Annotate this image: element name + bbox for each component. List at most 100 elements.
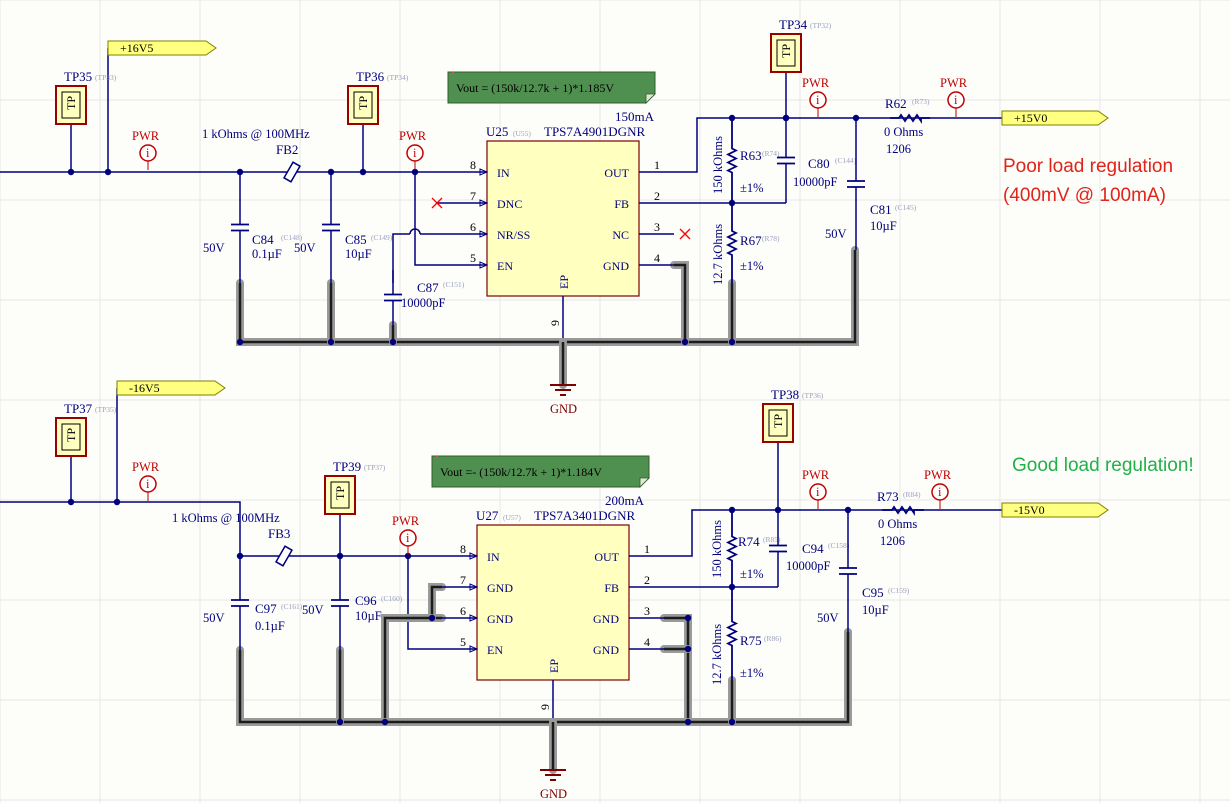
top-r-bot-small: (R78) [762,234,780,243]
junction-dot [684,718,692,726]
junction-dot [381,718,389,726]
bottom-pin-left-1-name: GND [487,581,513,595]
bottom-c-b-small: (C160) [381,594,403,603]
bottom-pin-right-0-name: OUT [594,550,619,564]
bottom-r-bot-ref: R75 [740,633,762,648]
bottom-tp-c-ref-small: (TP36) [802,391,824,400]
bottom-tp-b-ref: TP39 [333,459,361,474]
top-ic-body [486,140,640,297]
top-c-a-small: (C148) [281,233,303,242]
bottom-pin-right-2-num: 3 [644,604,650,618]
wires [0,48,1002,774]
bottom-r-bot-small: (R86) [764,634,782,643]
top-r-top-tol: ±1% [740,181,764,195]
top-tp-b-ref: TP36 [356,69,385,84]
top-c-ff-ref: C80 [808,156,830,171]
bottom-pwr-4-label: PWR [924,468,952,482]
top-c-a-volt: 50V [203,241,225,255]
bottom-pin-left-2-num: 6 [460,604,466,618]
bottom-c-a-volt: 50V [203,611,225,625]
top-gnd-label: GND [550,402,577,416]
top-pin-right-0-name: OUT [604,166,629,180]
bottom-pin-left-3-name: EN [487,643,503,657]
top-tp-b-tp-text: TP [356,96,370,110]
bottom-ic-ref-small: (U57) [503,513,521,522]
top-c-out-ref: C81 [870,202,892,217]
note-good: Good load regulation! [1012,455,1194,476]
bottom-tp-c-ref: TP38 [771,387,799,402]
top-tp-c-ref: TP34 [779,17,808,32]
bottom-c-ff-value: 10000pF [786,559,831,573]
bottom-pwr-1-label: PWR [132,460,160,474]
components: +16V5TPTP35(TP33)iPWRC84(C148)0.1µF50V1 … [55,17,1194,801]
top-ic-ref-small: (U55) [513,129,531,138]
top-c-a-ref: C84 [252,232,274,247]
top-r-bot [725,203,739,283]
junction-dot [684,645,692,653]
top-r-top-value: 150 kOhms [711,136,725,194]
bottom-r-top-ref: R74 [738,534,760,549]
top-pin-left-3-num: 5 [470,251,476,265]
bottom-r-out-ref: R73 [877,489,899,504]
top-c-ss-small: (C151) [443,280,465,289]
top-r-out [890,113,930,124]
top-rail-in: +16V5 [107,40,217,56]
top-ic-part: TPS7A4901DGNR [544,124,645,139]
top-c-ff-value: 10000pF [793,175,838,189]
bottom-c-b-ref: C96 [355,593,377,608]
top-pwr-3-glyph: i [816,93,820,107]
top-rail-out-text: +15V0 [1014,111,1047,125]
bottom-c-ff-ref: C94 [802,541,824,556]
top-formula-text: Vout = (150k/12.7k + 1)*1.185V [456,81,614,95]
bottom-c-b-volt: 50V [302,603,324,617]
top-pwr-4-label: PWR [940,76,968,90]
top-pin-left-1-name: DNC [497,197,522,211]
junction-dot [113,498,121,506]
bottom-pin-right-3-num: 4 [644,635,650,649]
bottom-pwr-4-glyph: i [938,485,942,499]
bottom-r-out-pkg: 1206 [880,534,905,548]
top-pwr-3-label: PWR [802,76,830,90]
top-r-out-small: (R73) [912,97,930,106]
bottom-c-a-ref: C97 [255,601,277,616]
top-c-ff-small: (C144) [835,156,857,165]
top-pin-right-3-num: 4 [654,251,660,265]
top-c-b-ref: C85 [345,232,367,247]
bottom-tp-a-ref: TP37 [64,401,93,416]
bottom-gnd-label: GND [540,787,567,801]
bottom-r-out-small: (R84) [903,490,921,499]
top-rail-out: +15V0 [1001,110,1109,126]
top-r-bot-ref: R67 [740,233,762,248]
top-pwr-1-label: PWR [132,129,160,143]
top-ep-label: EP [557,275,571,289]
bottom-pin-left-1-num: 7 [460,573,466,587]
bottom-c-a-value: 0.1µF [255,619,285,633]
bottom-ep-label: EP [547,659,561,673]
top-pin-left-2-name: NR/SS [497,228,530,242]
junction-dot [428,614,436,622]
top-tp-a-ref-small: (TP33) [95,73,117,82]
top-ferrite-value: 1 kOhms @ 100MHz [202,127,310,141]
bottom-pwr-2-glyph: i [406,531,410,545]
bottom-pin-left-0-num: 8 [460,542,466,556]
top-rail-in-text: +16V5 [120,41,153,55]
junction-dot [389,338,397,346]
bottom-pin-left-0-name: IN [487,550,500,564]
bottom-pwr-2-label: PWR [392,514,420,528]
top-pin-right-1-name: FB [614,197,629,211]
top-ferrite [283,161,301,183]
bottom-r-top-tol: ±1% [740,567,764,581]
top-r-top-ref: R63 [740,148,762,163]
bottom-tp-a-ref-small: (TP35) [95,405,117,414]
bottom-c-out-small: (C159) [888,586,910,595]
junction-dot [327,338,335,346]
bottom-pwr-1-glyph: i [146,477,150,491]
bottom-ic-ref: U27 [476,508,499,523]
top-r-out-pkg: 1206 [886,142,911,156]
top-pin-right-2-num: 3 [654,220,660,234]
top-pin-right-3-name: GND [603,259,629,273]
top-ferrite-ref: FB2 [276,142,298,157]
top-c-b-small: (C149) [371,233,393,242]
top-pin-right-2-name: NC [612,228,629,242]
top-tp-a-tp-text: TP [64,96,78,110]
